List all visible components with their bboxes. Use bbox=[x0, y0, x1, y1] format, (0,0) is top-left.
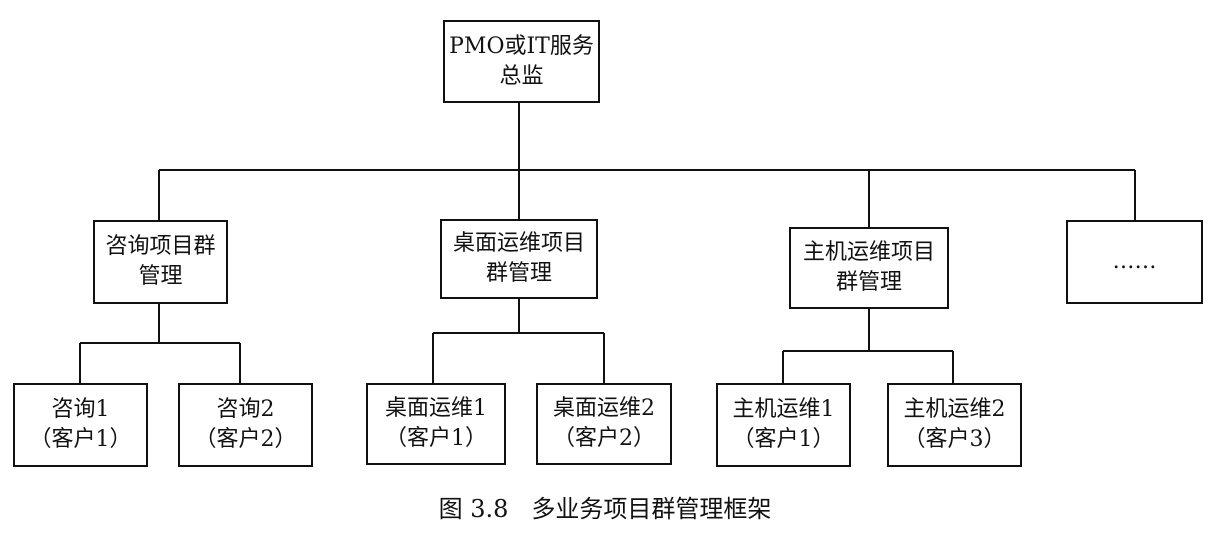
figure-caption: 图 3.8 多业务项目群管理框架 bbox=[438, 495, 772, 523]
project-node-line1: 主机运维1 bbox=[732, 397, 835, 422]
group-node-desktop-ops: 桌面运维项目 群管理 bbox=[440, 219, 598, 299]
project-node-desktop-2: 桌面运维2 （客户2） bbox=[536, 383, 672, 465]
root-node-line2: 总监 bbox=[499, 63, 544, 89]
project-node-line2: （客户3） bbox=[903, 427, 1006, 452]
group-node-line1: 主机运维项目 bbox=[802, 240, 935, 265]
project-node-desktop-1: 桌面运维1 （客户1） bbox=[366, 383, 506, 465]
project-node-mainframe-1: 主机运维1 （客户1） bbox=[716, 383, 851, 467]
more-node-label: …… bbox=[1112, 249, 1157, 274]
project-node-line2: （客户2） bbox=[553, 426, 655, 451]
project-node-mainframe-2: 主机运维2 （客户3） bbox=[887, 383, 1022, 467]
project-node-consulting-2: 咨询2 （客户2） bbox=[178, 383, 313, 467]
group-node-consulting: 咨询项目群 管理 bbox=[93, 220, 228, 304]
project-node-line1: 主机运维2 bbox=[903, 397, 1006, 422]
group-node-line1: 桌面运维项目 bbox=[452, 231, 585, 256]
group-node-more: …… bbox=[1066, 220, 1203, 304]
group-node-line2: 群管理 bbox=[835, 270, 902, 295]
project-node-line1: 桌面运维1 bbox=[385, 396, 487, 421]
group-node-line2: 管理 bbox=[138, 264, 183, 289]
group-node-mainframe-ops: 主机运维项目 群管理 bbox=[789, 227, 949, 309]
project-node-line2: （客户1） bbox=[385, 426, 487, 451]
project-node-line2: （客户1） bbox=[732, 427, 835, 452]
project-node-line1: 咨询2 bbox=[216, 397, 275, 422]
root-node-pmo: PMO或IT服务 总监 bbox=[443, 20, 600, 103]
group-node-line1: 咨询项目群 bbox=[105, 234, 216, 259]
root-node-line1: PMO或IT服务 bbox=[449, 33, 594, 59]
project-node-consulting-1: 咨询1 （客户1） bbox=[13, 383, 148, 467]
project-node-line2: （客户1） bbox=[29, 427, 132, 452]
project-node-line1: 桌面运维2 bbox=[553, 396, 655, 421]
project-node-line2: （客户2） bbox=[194, 427, 297, 452]
project-node-line1: 咨询1 bbox=[51, 397, 110, 422]
group-node-line2: 群管理 bbox=[485, 261, 552, 286]
